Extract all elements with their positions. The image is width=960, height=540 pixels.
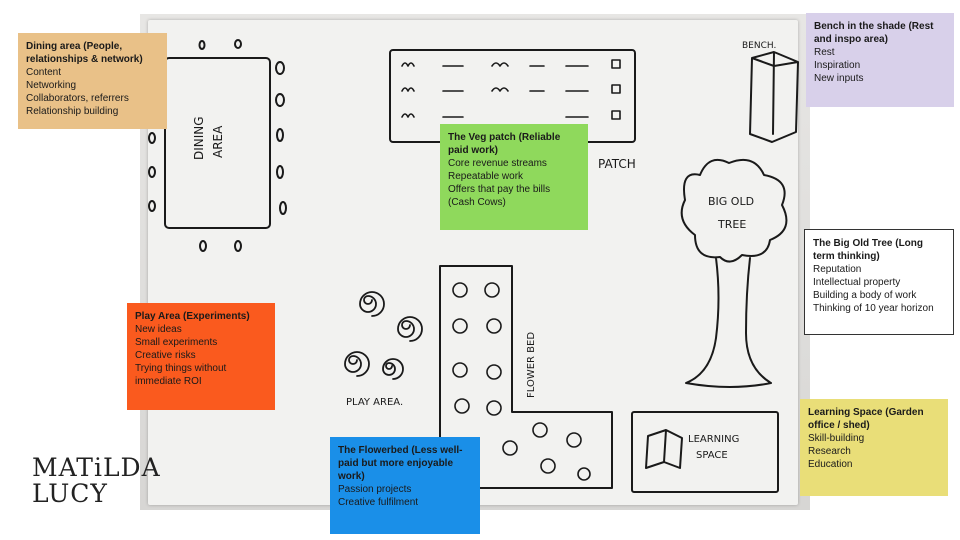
note-flower-line: Creative fulfilment — [338, 497, 419, 508]
note-bench: Bench in the shade (Rest and inspo area)… — [806, 13, 954, 107]
note-learning-space: Learning Space (Garden office / shed) Sk… — [800, 399, 948, 496]
veg-rows — [401, 59, 621, 120]
note-big-old-tree: The Big Old Tree (Long term thinking) Re… — [804, 229, 954, 335]
note-tree-line: Reputation — [813, 264, 862, 275]
flower-bed-label: FLOWER BED — [526, 332, 537, 398]
note-play-line: New ideas — [135, 324, 182, 335]
logo-line-2: LUCY — [32, 479, 108, 508]
logo-line-1: MATiLDA — [32, 453, 161, 482]
dining-label-2: AREA — [211, 125, 225, 158]
note-dining-line: Content — [26, 67, 62, 78]
note-veg-patch: The Veg patch (Reliable paid work) Core … — [440, 124, 588, 230]
note-bench-title: Bench in the shade (Rest and inspo area) — [814, 21, 934, 45]
note-learning-line: Skill-building — [808, 433, 865, 444]
play-area-spirals — [344, 291, 423, 380]
note-bench-line: Inspiration — [814, 60, 861, 71]
note-play-title: Play Area (Experiments) — [135, 311, 250, 322]
sketch-paper — [148, 20, 798, 505]
patch-label: PATCH — [598, 157, 636, 171]
play-area-label: PLAY AREA. — [346, 397, 403, 408]
note-learning-title: Learning Space (Garden office / shed) — [808, 407, 924, 431]
bench-drawing — [749, 51, 799, 143]
note-veg-line: (Cash Cows) — [448, 197, 506, 208]
note-veg-line: Core revenue streams — [448, 158, 547, 169]
note-bench-line: Rest — [814, 47, 835, 58]
big-old-tree-drawing — [680, 159, 788, 388]
note-veg-line: Offers that pay the bills — [448, 184, 551, 195]
note-learning-line: Research — [808, 446, 851, 457]
note-veg-line: Repeatable work — [448, 171, 524, 182]
note-play-area: Play Area (Experiments) New ideas Small … — [127, 303, 275, 410]
note-play-line: Trying things without — [135, 363, 227, 374]
note-flower-line: Passion projects — [338, 484, 412, 495]
learning-space-outline — [631, 411, 779, 493]
flowers — [452, 282, 591, 481]
learning-label-2: SPACE — [696, 450, 728, 461]
dining-table-outline — [164, 57, 271, 229]
note-tree-line: Thinking of 10 year horizon — [813, 303, 934, 314]
note-play-line: Creative risks — [135, 350, 196, 361]
note-flower-title: The Flowerbed (Less well-paid but more e… — [338, 445, 463, 482]
note-tree-title: The Big Old Tree (Long term thinking) — [813, 238, 923, 262]
note-flowerbed: The Flowerbed (Less well-paid but more e… — [330, 437, 480, 534]
note-dining-line: Relationship building — [26, 106, 119, 117]
note-tree-line: Building a body of work — [813, 290, 917, 301]
matilda-lucy-logo: MATiLDA LUCY — [32, 455, 162, 517]
note-dining-line: Collaborators, referrers — [26, 93, 129, 104]
book-icon — [645, 429, 683, 469]
note-learning-line: Education — [808, 459, 853, 470]
note-dining: Dining area (People, relationships & net… — [18, 33, 167, 129]
note-dining-title: Dining area (People, relationships & net… — [26, 41, 143, 65]
tree-label-1: BIG OLD — [708, 195, 754, 208]
note-play-line: Small experiments — [135, 337, 218, 348]
dining-label-1: DINING — [192, 116, 206, 160]
learning-label-1: LEARNING — [688, 434, 739, 445]
note-bench-line: New inputs — [814, 73, 864, 84]
bench-label: BENCH. — [742, 41, 776, 51]
note-play-line: immediate ROI — [135, 376, 202, 387]
note-dining-line: Networking — [26, 80, 77, 91]
tree-label-2: TREE — [717, 218, 746, 231]
note-tree-line: Intellectual property — [813, 277, 901, 288]
note-veg-title: The Veg patch (Reliable paid work) — [448, 132, 561, 156]
